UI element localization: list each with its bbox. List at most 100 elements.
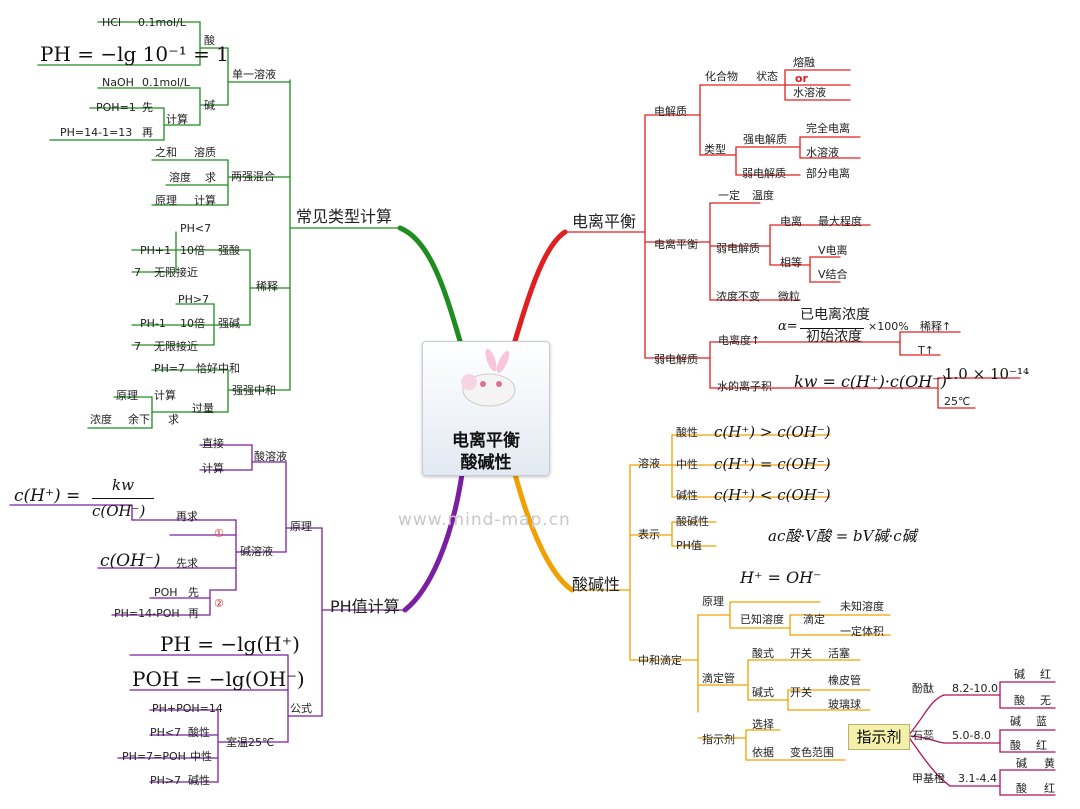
node[interactable]: 水溶液 (806, 146, 839, 159)
node[interactable]: 单一溶液 (232, 68, 276, 81)
basic-formula[interactable]: c(H⁺) < c(OH⁻) (714, 486, 831, 504)
node[interactable]: 原理 (702, 595, 724, 608)
node[interactable]: 7 (134, 340, 141, 353)
node[interactable]: 强电解质 (743, 133, 787, 146)
indicator-color[interactable]: 无 (1040, 694, 1051, 707)
node[interactable]: 部分电离 (806, 167, 850, 180)
node[interactable]: 状态 (756, 70, 778, 83)
node[interactable]: 碱式 (752, 686, 774, 699)
node[interactable]: 碱性 (676, 489, 698, 502)
node[interactable]: 玻璃球 (828, 698, 861, 711)
node[interactable]: 浓度不变 (716, 290, 760, 303)
node[interactable]: NaOH (102, 76, 134, 89)
node[interactable]: 碱 (204, 99, 215, 112)
indicator-color[interactable]: 黄 (1044, 757, 1055, 770)
node[interactable]: 表示 (638, 528, 660, 541)
node[interactable]: 溶度 (169, 171, 191, 184)
node[interactable]: 水的离子积 (717, 380, 772, 393)
node[interactable]: 中性 (190, 750, 212, 763)
node[interactable]: 微粒 (778, 290, 800, 303)
alpha-denominator[interactable]: 初始浓度 (806, 329, 862, 345)
node[interactable]: PH>7 (150, 774, 182, 787)
node[interactable]: 类型 (704, 143, 726, 156)
node[interactable]: 原理 (155, 194, 177, 207)
branch-ionization[interactable]: 电离平衡 (572, 212, 637, 231)
node[interactable]: 再 (142, 126, 153, 139)
node[interactable]: 开关 (790, 647, 812, 660)
central-topic[interactable]: 电离平衡 酸碱性 (422, 341, 550, 476)
node[interactable]: 相等 (780, 256, 802, 269)
indicator-condition[interactable]: 碱 (1010, 715, 1021, 728)
branch-common[interactable]: 常见类型计算 (296, 207, 393, 226)
node[interactable]: 完全电离 (806, 122, 850, 135)
node[interactable]: 稀释 (256, 280, 278, 293)
node[interactable]: 开关 (790, 686, 812, 699)
indicator-condition[interactable]: 酸 (1014, 694, 1025, 707)
node[interactable]: 电解质 (654, 105, 687, 118)
node[interactable]: 活塞 (828, 647, 850, 660)
node[interactable]: 依据 (752, 746, 774, 759)
node[interactable]: 滴定管 (702, 672, 735, 685)
node[interactable]: POH=1 (96, 101, 136, 114)
node[interactable]: 选择 (752, 718, 774, 731)
node[interactable]: 已知溶度 (740, 613, 784, 626)
neutral-formula[interactable]: c(H⁺) = c(OH⁻) (714, 455, 831, 473)
indicator-condition[interactable]: 碱 (1014, 668, 1025, 681)
indicator-name[interactable]: 石蕊 (912, 729, 934, 742)
kw-numerator[interactable]: kw (112, 476, 134, 494)
indicator-callout[interactable]: 指示剂 (848, 724, 910, 750)
indicator-range[interactable]: 3.1-4.4 (958, 772, 997, 785)
node[interactable]: PH+POH=14 (152, 702, 223, 715)
node[interactable]: 再 (188, 607, 199, 620)
node[interactable]: 滴定 (803, 613, 825, 626)
indicator-name[interactable]: 酚酞 (912, 682, 934, 695)
node[interactable]: 中和滴定 (638, 654, 682, 667)
node[interactable]: 最大程度 (818, 215, 862, 228)
node[interactable]: 酸性 (188, 726, 210, 739)
node[interactable]: 溶液 (638, 457, 660, 470)
node[interactable]: 计算 (202, 462, 224, 475)
node[interactable]: PH值 (676, 539, 702, 552)
indicator-condition[interactable]: 酸 (1016, 782, 1027, 795)
poh-definition[interactable]: POH = −lg(OH⁻) (132, 667, 305, 691)
node[interactable]: 弱电解质 (742, 167, 786, 180)
node[interactable]: 强碱 (218, 317, 240, 330)
node[interactable]: 酸 (204, 34, 215, 47)
node[interactable]: 无限接近 (154, 340, 198, 353)
node[interactable]: PH<7 (180, 222, 212, 235)
branch-acidbase[interactable]: 酸碱性 (572, 575, 621, 594)
titration-formula[interactable]: ac酸·V酸 = bV碱·c碱 (768, 527, 917, 545)
node[interactable]: 变色范围 (790, 746, 834, 759)
node[interactable]: 一定体积 (840, 625, 884, 638)
node[interactable]: 计算 (154, 389, 176, 402)
acidic-formula[interactable]: c(H⁺) > c(OH⁻) (714, 423, 831, 441)
coh-denominator[interactable]: c(OH⁻) (92, 502, 146, 520)
node[interactable]: 溶质 (194, 146, 216, 159)
indicator-range[interactable]: 8.2-10.0 (952, 682, 998, 695)
indicator-color[interactable]: 红 (1040, 668, 1051, 681)
indicator-color[interactable]: 蓝 (1036, 715, 1047, 728)
node[interactable]: PH-1 (140, 317, 166, 330)
node[interactable]: 熔融 (793, 56, 815, 69)
node[interactable]: HCl (102, 16, 122, 29)
indicator-range[interactable]: 5.0-8.0 (952, 729, 991, 742)
node[interactable]: 求 (205, 171, 216, 184)
node[interactable]: V结合 (818, 268, 848, 281)
node[interactable]: 直接 (202, 437, 224, 450)
indicator-condition[interactable]: 碱 (1016, 757, 1027, 770)
node[interactable]: PH=7=POH (122, 750, 186, 763)
node[interactable]: 无限接近 (154, 266, 198, 279)
node[interactable]: 先求 (176, 557, 198, 570)
node[interactable]: 求 (168, 413, 179, 426)
node[interactable]: 酸碱性 (676, 515, 709, 528)
node[interactable]: 碱溶液 (240, 545, 273, 558)
node[interactable]: 电离 (780, 215, 802, 228)
indicator-condition[interactable]: 酸 (1010, 739, 1021, 752)
ph-formula[interactable]: PH = −lg 10⁻¹ = 1 (40, 42, 229, 66)
node[interactable]: 橡皮管 (828, 674, 861, 687)
node[interactable]: 再求 (176, 510, 198, 523)
node[interactable]: POH (154, 586, 178, 599)
node[interactable]: 化合物 (705, 70, 738, 83)
node[interactable]: 公式 (290, 702, 312, 715)
h-oh-formula[interactable]: H⁺ = OH⁻ (740, 568, 822, 587)
